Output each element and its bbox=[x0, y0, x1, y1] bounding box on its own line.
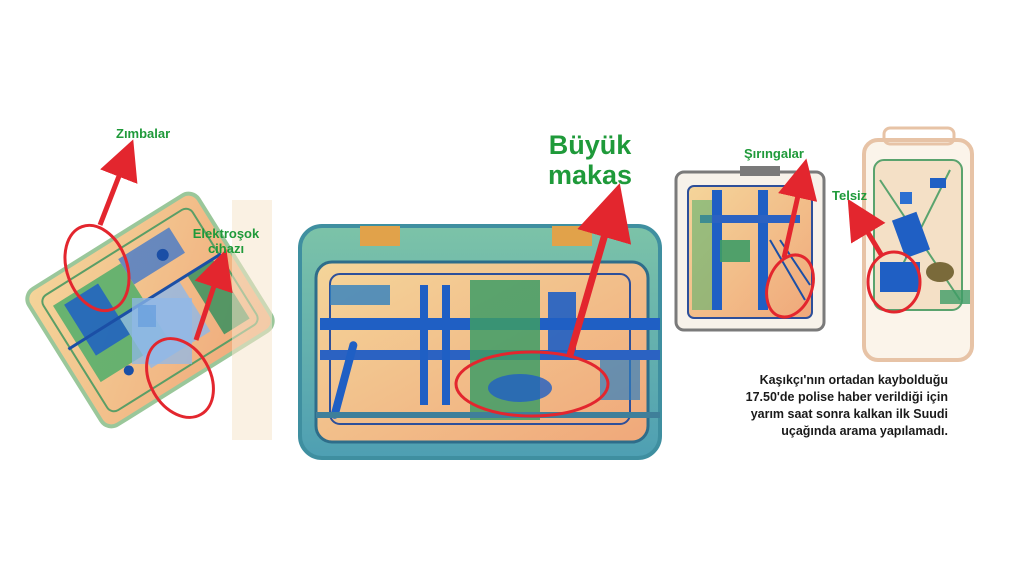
caption: Kaşıkçı'nın ortadan kaybolduğu 17.50'de … bbox=[700, 372, 948, 440]
xray-bag-4 bbox=[862, 126, 974, 362]
annotation-buyuk-makas bbox=[454, 183, 632, 418]
label-buyuk-line2: makas bbox=[547, 160, 633, 190]
caption-line-4: uçağında arama yapılamadı. bbox=[781, 424, 948, 438]
label-siringalar: Şırıngalar bbox=[744, 146, 804, 161]
label-elektrosok-line2: cihazı bbox=[207, 241, 245, 256]
xray-bag-2 bbox=[298, 224, 662, 460]
label-elektrosok: Elektroşok cihazı bbox=[180, 226, 272, 256]
label-buyuk-makas: Büyük makas bbox=[535, 130, 645, 190]
label-buyuk-line1: Büyük bbox=[548, 130, 632, 160]
caption-line-3: yarım saat sonra kalkan ilk Suudi bbox=[750, 407, 948, 421]
label-zimbalar: Zımbalar bbox=[116, 126, 171, 141]
annotation-elektrosok bbox=[145, 249, 233, 419]
label-telsiz: Telsiz bbox=[832, 188, 868, 203]
xray-bag-3 bbox=[674, 166, 826, 332]
caption-line-2: 17.50'de polise haber verildiği için bbox=[745, 390, 948, 404]
caption-line-1: Kaşıkçı'nın ortadan kaybolduğu bbox=[759, 373, 948, 387]
annotation-siringalar bbox=[765, 158, 818, 319]
annotation-zimbalar bbox=[63, 139, 138, 313]
annotation-telsiz bbox=[847, 198, 922, 314]
label-elektrosok-line1: Elektroşok bbox=[192, 226, 260, 241]
